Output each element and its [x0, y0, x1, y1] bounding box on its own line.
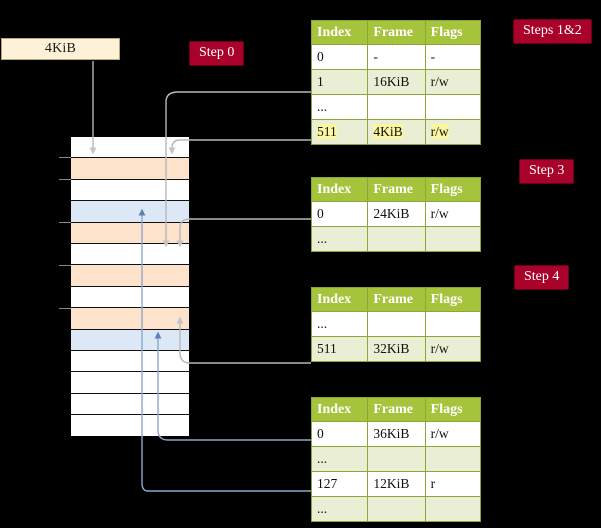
cell-index: 1	[310, 69, 369, 95]
memory-frame-row	[71, 179, 189, 202]
memory-tick	[59, 157, 71, 158]
cell-index: ...	[310, 226, 369, 252]
memory-tick	[59, 265, 71, 266]
cell-flags: -	[424, 44, 482, 70]
memory-frame-row	[71, 372, 189, 394]
cell-index: 0	[310, 421, 369, 447]
cell-index: 511	[310, 336, 369, 362]
column-header-flags: Flags	[424, 287, 482, 312]
cell-index: 511	[310, 119, 369, 145]
cell-index: 0	[310, 201, 369, 227]
memory-frame-row	[71, 393, 189, 416]
cell-flags: r	[424, 471, 482, 497]
memory-frame-row	[71, 137, 189, 159]
cell-flags: r/w	[424, 119, 482, 145]
cell-flags: r/w	[424, 421, 482, 447]
cell-frame: 4KiB	[367, 119, 426, 145]
memory-frame-row	[71, 350, 189, 373]
source-frame-label: 4KiB	[44, 41, 77, 56]
cell-flags	[424, 311, 482, 337]
column-header-index: Index	[310, 287, 369, 312]
cell-index: ...	[310, 446, 369, 472]
memory-frame-row	[71, 415, 189, 437]
column-header-flags: Flags	[424, 20, 482, 45]
memory-frame-row	[71, 243, 189, 266]
cell-frame	[367, 446, 426, 472]
column-header-index: Index	[310, 397, 369, 422]
cell-flags	[424, 94, 482, 120]
cell-frame: 24KiB	[367, 201, 426, 227]
table-row: ...	[310, 446, 482, 472]
cell-frame: 36KiB	[367, 421, 426, 447]
table-row: ...	[310, 226, 482, 252]
column-header-frame: Frame	[367, 177, 426, 202]
cell-flags: r/w	[424, 69, 482, 95]
memory-tick	[59, 222, 71, 223]
column-header-index: Index	[310, 20, 369, 45]
memory-tick	[59, 179, 71, 180]
column-header-frame: Frame	[367, 287, 426, 312]
memory-frame-row	[71, 329, 189, 351]
cell-frame: 32KiB	[367, 336, 426, 362]
cell-frame: -	[367, 44, 426, 70]
memory-frame-row	[71, 265, 189, 287]
column-header-index: Index	[310, 177, 369, 202]
cell-frame: 12KiB	[367, 471, 426, 497]
badge-step-0: Step 0	[189, 41, 245, 66]
cell-index: ...	[310, 94, 369, 120]
cell-frame: 16KiB	[367, 69, 426, 95]
cell-flags	[424, 226, 482, 252]
badge-steps-1-2: Steps 1&2	[513, 19, 592, 44]
memory-frame-row	[71, 222, 189, 244]
cell-index: 0	[310, 44, 369, 70]
memory-frame-row	[71, 201, 189, 223]
column-header-flags: Flags	[424, 177, 482, 202]
cell-flags	[424, 446, 482, 472]
cell-frame	[367, 94, 426, 120]
column-header-frame: Frame	[367, 20, 426, 45]
memory-tick	[59, 308, 71, 309]
physical-memory-block	[70, 136, 190, 437]
cell-frame	[367, 496, 426, 522]
badge-step-3: Step 3	[519, 159, 575, 184]
source-frame-box: 4KiB	[1, 38, 120, 60]
cell-flags	[424, 496, 482, 522]
cell-frame	[367, 311, 426, 337]
cell-index: ...	[310, 311, 369, 337]
cell-index: ...	[310, 496, 369, 522]
badge-step-4: Step 4	[514, 265, 570, 290]
column-header-flags: Flags	[424, 397, 482, 422]
memory-frame-row	[71, 286, 189, 309]
table-row: 0--	[310, 44, 482, 70]
cell-flags: r/w	[424, 201, 482, 227]
table-row: ...	[310, 94, 482, 120]
cell-frame	[367, 226, 426, 252]
cell-flags: r/w	[424, 336, 482, 362]
cell-index: 127	[310, 471, 369, 497]
memory-frame-row	[71, 158, 189, 180]
table-row: ...	[310, 311, 482, 337]
memory-frame-row	[71, 308, 189, 330]
table-row: ...	[310, 496, 482, 522]
column-header-frame: Frame	[367, 397, 426, 422]
